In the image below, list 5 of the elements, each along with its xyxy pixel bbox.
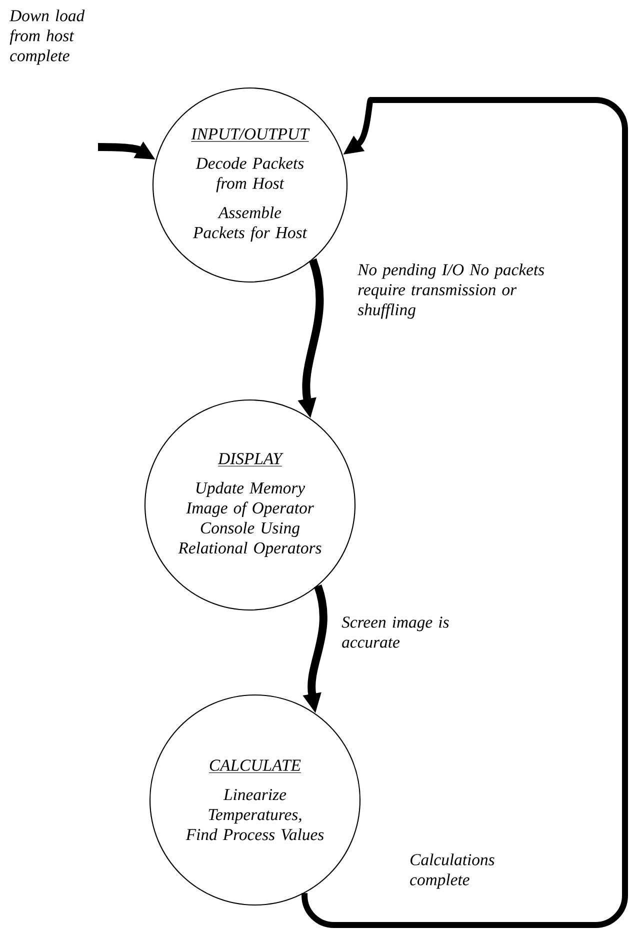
edge-label: No pending I/O No packets require transmission or shuffling xyxy=(357,264,544,319)
edge-label: Calculations complete xyxy=(410,854,494,889)
edge-label: Down load from host complete xyxy=(9,10,85,65)
edge-label: Screen image is accurate xyxy=(342,616,449,648)
arrow xyxy=(302,97,628,928)
